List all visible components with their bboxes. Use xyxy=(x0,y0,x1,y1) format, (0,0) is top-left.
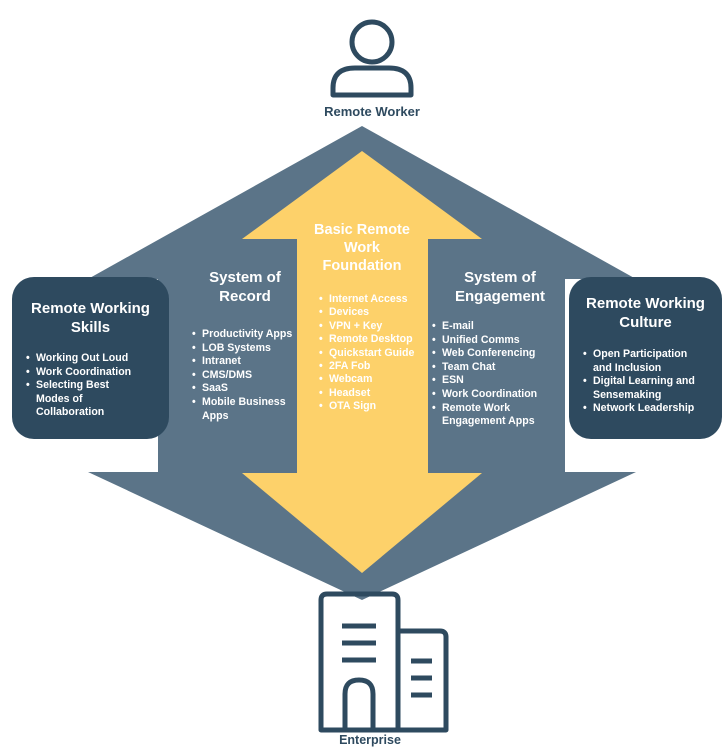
list-item: Network Leadership xyxy=(581,402,721,416)
list-item: VPN + Key xyxy=(317,320,432,334)
list-item: ESN xyxy=(430,374,560,388)
list-item: Headset xyxy=(317,387,432,401)
system-of-engagement-title: System of Engagement xyxy=(440,268,560,306)
list-item: Devices xyxy=(317,306,432,320)
building-icon xyxy=(318,591,449,733)
list-item: 2FA Fob xyxy=(317,360,432,374)
remote-working-skills-card: Remote Working Skills Working Out Loud W… xyxy=(12,277,169,439)
list-item: Webcam xyxy=(317,373,432,387)
list-item-text: Collaboration xyxy=(36,406,105,419)
list-item: Remote Desktop xyxy=(317,333,432,347)
card-list: Working Out Loud Work Coordination Selec… xyxy=(24,352,164,420)
list-item: Web Conferencing xyxy=(430,347,560,361)
person-icon xyxy=(330,19,414,98)
title-line: Engagement xyxy=(454,288,545,305)
title-line: Remote Working xyxy=(586,295,705,312)
system-of-record-list: Productivity Apps LOB Systems Intranet C… xyxy=(190,328,310,423)
list-item-continuation: Modes of xyxy=(24,393,164,407)
list-item-continuation: Sensemaking xyxy=(581,389,721,403)
card-list: Open Participation and Inclusion Digital… xyxy=(581,348,721,416)
card-title: Remote Working Culture xyxy=(569,294,722,332)
list-item-continuation: Apps xyxy=(190,410,310,424)
title-line: System of xyxy=(464,269,536,286)
center-title: Basic Remote Work Foundation xyxy=(302,221,422,275)
title-line: Culture xyxy=(619,314,672,331)
enterprise-label: Enterprise xyxy=(339,733,401,747)
list-item-continuation: Collaboration xyxy=(24,406,164,420)
title-line: Remote Working xyxy=(31,300,150,317)
list-item: Mobile Business xyxy=(190,396,310,410)
list-item-continuation: Engagement Apps xyxy=(430,415,560,429)
center-title-line: Basic Remote xyxy=(314,222,410,238)
list-item: OTA Sign xyxy=(317,400,432,414)
list-item: Work Coordination xyxy=(24,366,164,380)
list-item: Intranet xyxy=(190,355,310,369)
list-item: Team Chat xyxy=(430,361,560,375)
list-item-text: and Inclusion xyxy=(593,361,662,374)
list-item: CMS/DMS xyxy=(190,369,310,383)
list-item: Internet Access xyxy=(317,293,432,307)
center-list: Internet Access Devices VPN + Key Remote… xyxy=(317,293,432,414)
list-item-text: Sensemaking xyxy=(593,388,662,401)
list-item: E-mail xyxy=(430,320,560,334)
title-line: Skills xyxy=(70,319,111,336)
title-line: System of xyxy=(209,269,281,286)
list-item: Working Out Loud xyxy=(24,352,164,366)
list-item: Unified Comms xyxy=(430,334,560,348)
list-item: Open Participation xyxy=(581,348,721,362)
list-item-text: Modes of xyxy=(36,392,83,405)
list-item: Digital Learning and xyxy=(581,375,721,389)
title-line: Record xyxy=(219,288,271,305)
list-item-text: Engagement Apps xyxy=(442,415,535,428)
center-title-line: Work xyxy=(344,240,380,256)
list-item-continuation: and Inclusion xyxy=(581,362,721,376)
center-title-line: Foundation xyxy=(322,258,402,274)
system-of-engagement-list: E-mail Unified Comms Web Conferencing Te… xyxy=(430,320,560,429)
list-item: Selecting Best xyxy=(24,379,164,393)
list-item: Quickstart Guide xyxy=(317,347,432,361)
system-of-record-title: System of Record xyxy=(190,268,300,306)
remote-worker-label: Remote Worker xyxy=(324,104,420,119)
list-item: Productivity Apps xyxy=(190,328,310,342)
remote-working-culture-card: Remote Working Culture Open Participatio… xyxy=(569,277,722,439)
list-item-text: Apps xyxy=(202,409,229,422)
card-title: Remote Working Skills xyxy=(12,299,169,337)
list-item: SaaS xyxy=(190,382,310,396)
list-item: Work Coordination xyxy=(430,388,560,402)
list-item: Remote Work xyxy=(430,402,560,416)
list-item: LOB Systems xyxy=(190,342,310,356)
